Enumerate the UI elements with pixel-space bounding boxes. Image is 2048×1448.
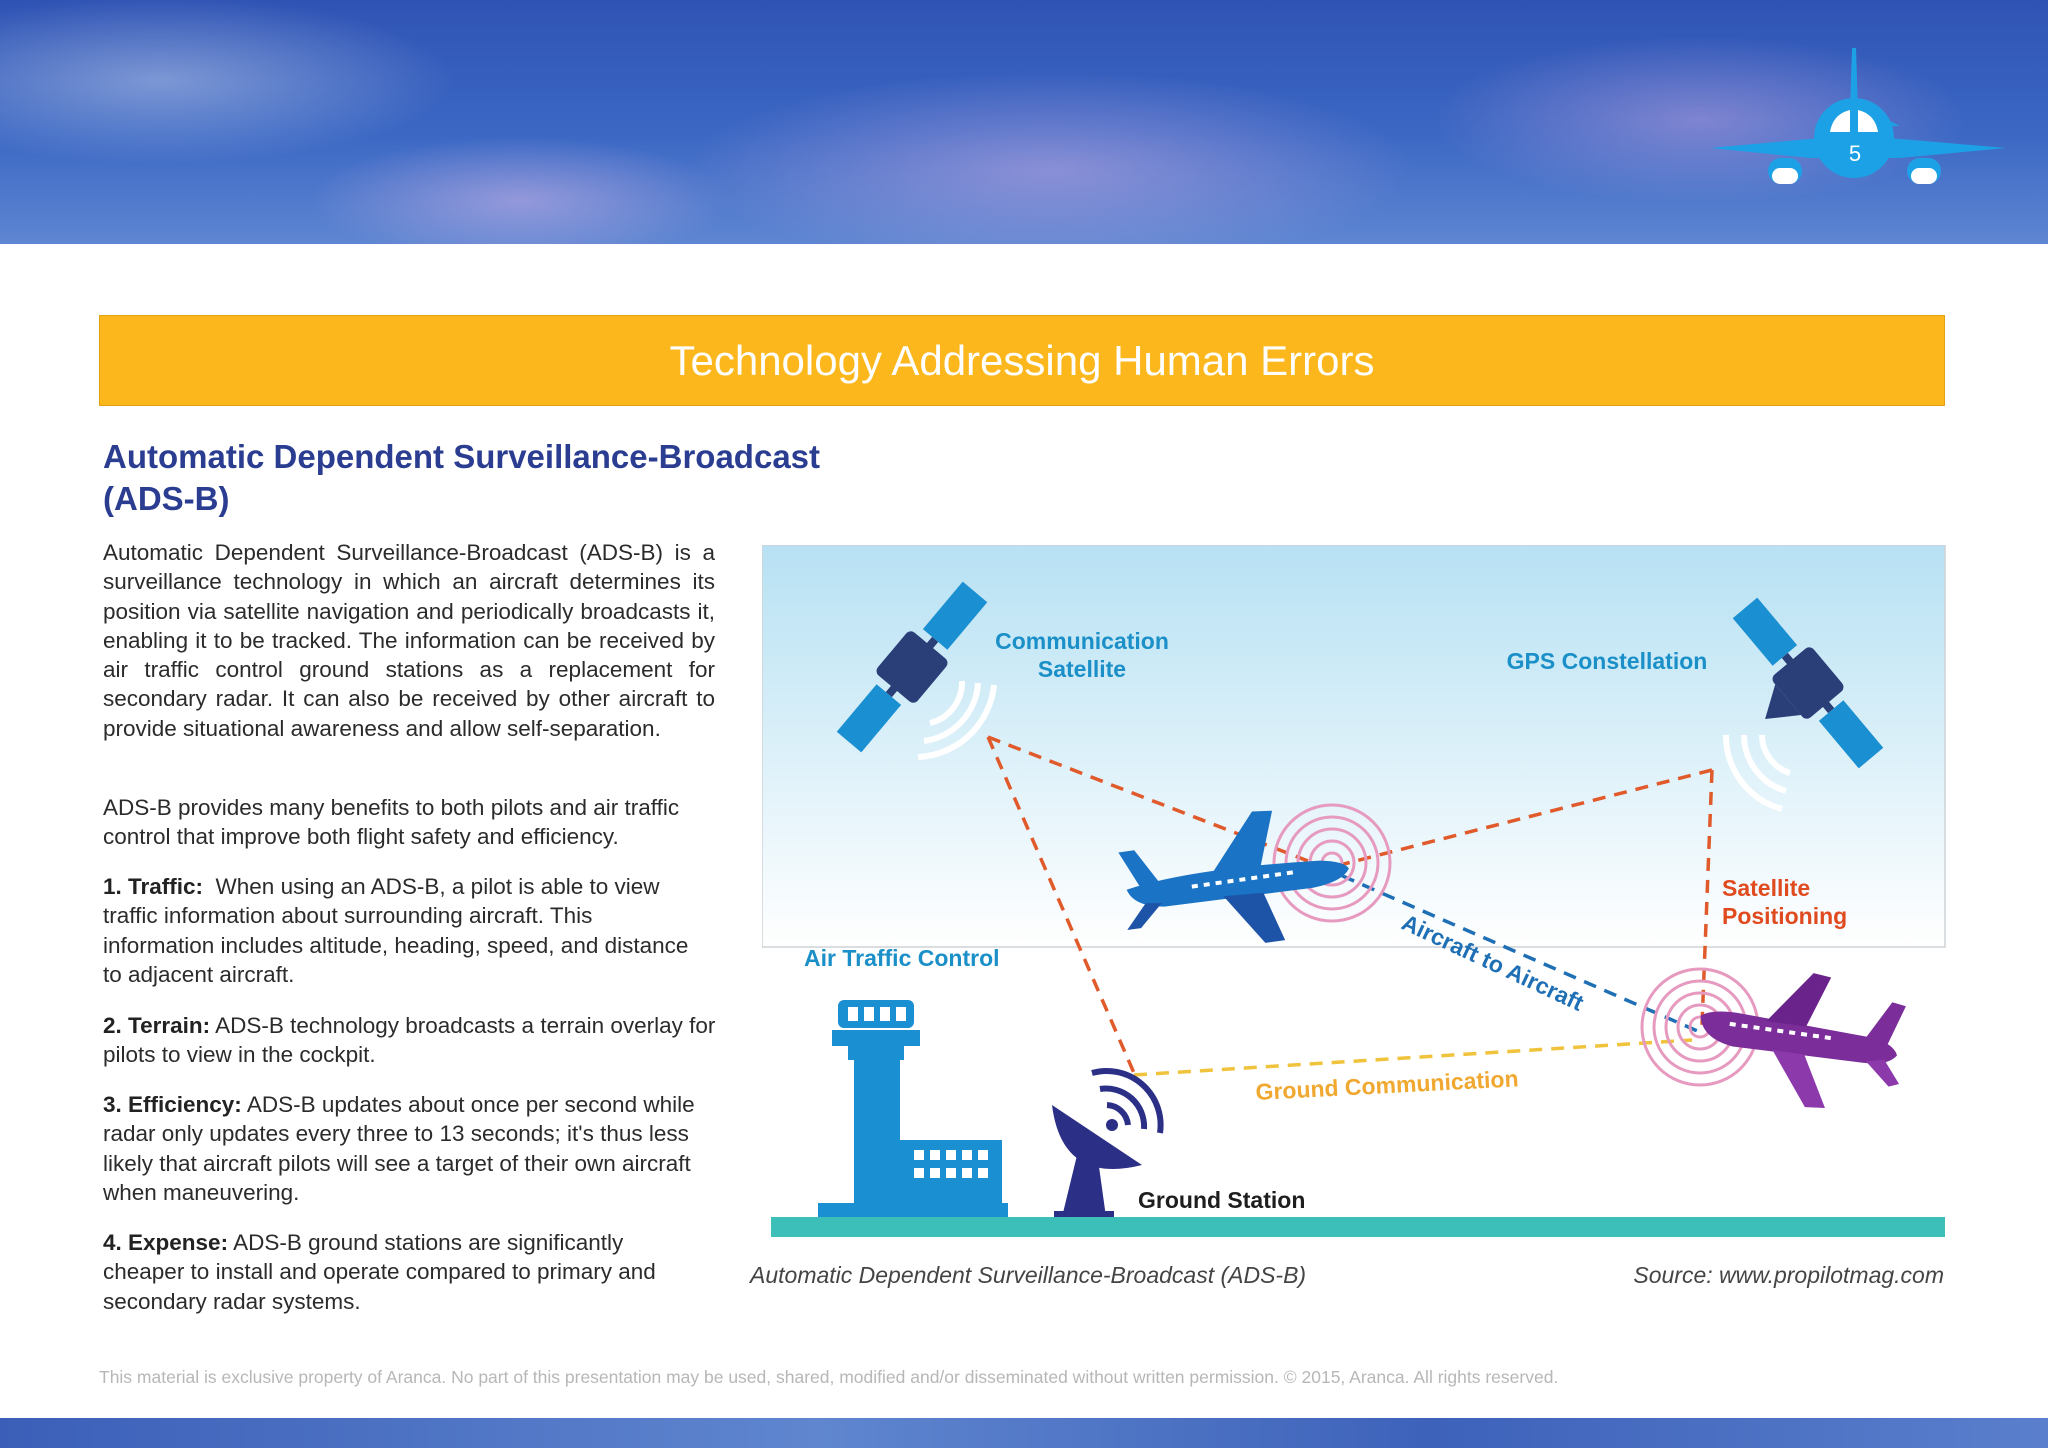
list-item-terrain: 2. Terrain: ADS-B technology broadcasts … <box>103 1011 723 1070</box>
ground-station-waves-icon <box>1091 1068 1164 1134</box>
label-ground-communication: Ground Communication <box>1255 1065 1519 1105</box>
section-title-line1: Automatic Dependent Surveillance-Broadca… <box>103 438 821 475</box>
sky-banner <box>0 0 2048 244</box>
footer-band <box>0 1418 2048 1448</box>
communication-satellite-icon <box>836 581 988 753</box>
list-item-text: ADS-B ground stations are significantly … <box>103 1230 656 1314</box>
gps-signal-waves-icon <box>1722 734 1792 812</box>
list-item-text: ADS-B technology broadcasts a terrain ov… <box>103 1013 716 1068</box>
control-tower-icon <box>818 1000 1008 1220</box>
ground-station-dish-icon <box>1052 1105 1142 1219</box>
label-communication-satellite-line1: Communication <box>995 628 1169 654</box>
diagram-source: Source: www.propilotmag.com <box>1633 1262 1944 1288</box>
list-item-text: ADS-B updates about once per second whil… <box>103 1092 695 1205</box>
gps-satellite-icon <box>1732 597 1884 769</box>
link-aircraft-to-aircraft <box>1321 865 1703 1035</box>
blue-aircraft-icon <box>1118 810 1349 943</box>
label-satellite-positioning-line1: Satellite <box>1722 875 1810 901</box>
list-item-label: 1. Traffic: <box>103 874 204 899</box>
label-gps-constellation: GPS Constellation <box>1507 648 1708 674</box>
page-title: Technology Addressing Human Errors <box>99 315 1945 406</box>
list-item-text: When using an ADS-B, a pilot is able to … <box>103 874 689 987</box>
label-air-traffic-control: Air Traffic Control <box>804 945 1000 971</box>
list-item-label: 2. Terrain: <box>103 1013 211 1038</box>
label-ground-station: Ground Station <box>1138 1187 1305 1213</box>
label-communication-satellite-line2: Satellite <box>1038 656 1126 682</box>
copyright-notice: This material is exclusive property of A… <box>99 1367 1559 1387</box>
list-item-label: 4. Expense: <box>103 1230 229 1255</box>
purple-aircraft-icon <box>1700 973 1906 1108</box>
airplane-icon <box>1710 48 2006 184</box>
list-item-expense: 4. Expense: ADS-B ground stations are si… <box>103 1228 703 1316</box>
signal-waves-icon <box>917 680 997 760</box>
list-item-label: 3. Efficiency: <box>103 1092 242 1117</box>
diagram-caption: Automatic Dependent Surveillance-Broadca… <box>750 1262 1307 1288</box>
intro-paragraph: Automatic Dependent Surveillance-Broadca… <box>103 540 715 741</box>
link-ground-communication <box>1133 1038 1693 1077</box>
section-title-line2: (ADS-B) <box>103 480 230 517</box>
link-comm-sat-to-ground <box>986 736 1136 1074</box>
ground-line <box>771 1217 1945 1237</box>
list-item-traffic: 1. Traffic: When using an ADS-B, a pilot… <box>103 872 703 989</box>
page-number: 5 <box>1848 141 1862 166</box>
section-title: Automatic Dependent Surveillance-Broadca… <box>103 436 863 520</box>
label-satellite-positioning-line2: Positioning <box>1722 903 1847 929</box>
benefits-paragraph: ADS-B provides many benefits to both pil… <box>103 795 680 850</box>
ads-b-diagram: Communication Satellite GPS Constellatio… <box>762 545 1946 1237</box>
list-item-efficiency: 3. Efficiency: ADS-B updates about once … <box>103 1090 703 1207</box>
